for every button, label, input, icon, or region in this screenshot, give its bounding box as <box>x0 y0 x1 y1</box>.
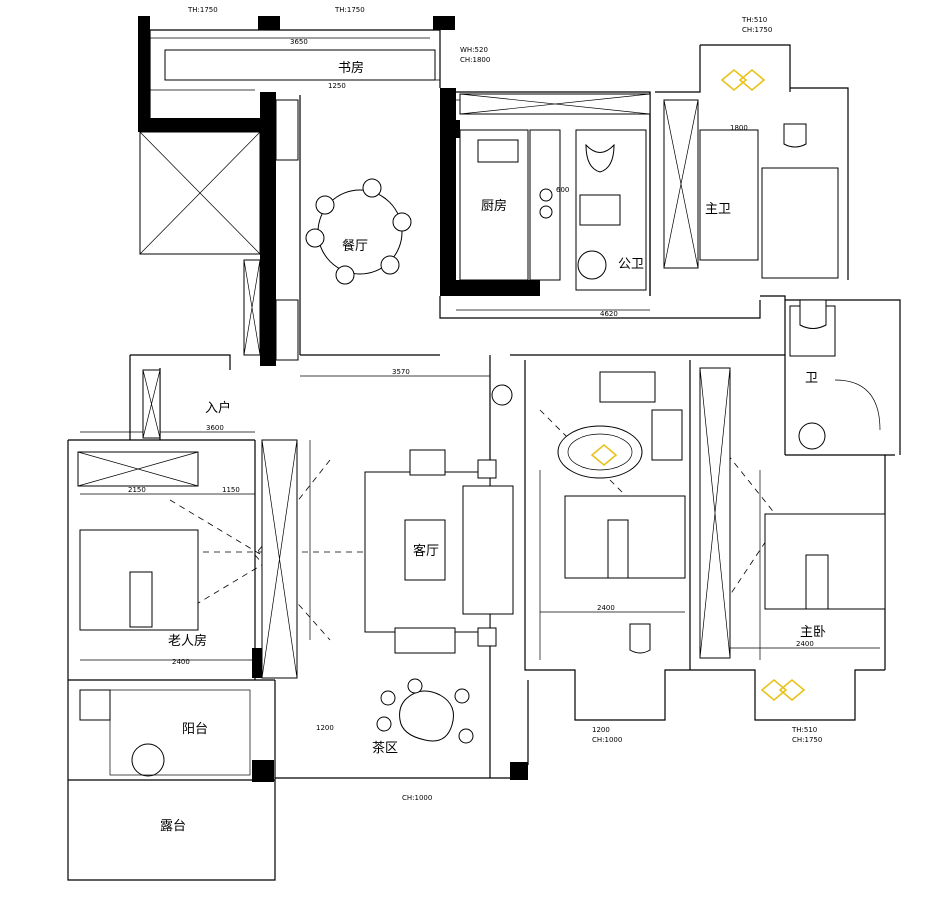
room-kitchen: 厨房 <box>481 198 507 214</box>
dim-3570: 3570 <box>392 368 410 376</box>
dim-1200: 1200 <box>316 724 334 732</box>
dim-tr-1: TH:510 <box>741 16 767 24</box>
room-old: 老人房 <box>168 633 207 649</box>
room-labels: 餐厅 厨房 主卫 公卫 卫 入户 客厅 老人房 阳台 露台 茶区 主卧 书房 <box>160 60 826 834</box>
dimension-labels: TH:1750 TH:1750 WH:520 CH:1800 TH:510 CH… <box>128 6 822 802</box>
room-study: 书房 <box>338 60 364 76</box>
dim-bottom: CH:1000 <box>402 794 432 802</box>
dim-1250: 1250 <box>328 82 346 90</box>
dim-w3: TH:510 <box>791 726 817 734</box>
decor-pattern <box>590 68 806 702</box>
dim-4620: 4620 <box>600 310 618 318</box>
dim-wh-1: WH:520 <box>460 46 488 54</box>
dim-2400c: 2400 <box>796 640 814 648</box>
dim-tr-2: CH:1750 <box>742 26 772 34</box>
dim-w1: 1200 <box>592 726 610 734</box>
room-balcony-1: 阳台 <box>182 722 208 737</box>
dim-3600: 3600 <box>206 424 224 432</box>
dim-top-mid: TH:1750 <box>334 6 365 14</box>
dim-600: 600 <box>556 186 569 194</box>
dim-1150: 1150 <box>222 486 240 494</box>
room-tea: 茶区 <box>372 740 398 756</box>
room-dining: 餐厅 <box>342 238 368 254</box>
dim-2400: 2400 <box>172 658 190 666</box>
dim-top-left: TH:1750 <box>187 6 218 14</box>
room-entry: 入户 <box>205 400 231 416</box>
dim-w2: CH:1000 <box>592 736 622 744</box>
room-public-toilet: 公卫 <box>618 257 644 272</box>
dim-1800: 1800 <box>730 124 748 132</box>
room-balcony-2: 露台 <box>160 819 186 834</box>
room-bedroom: 主卧 <box>800 625 826 640</box>
dim-2400b: 2400 <box>597 604 615 612</box>
room-living: 客厅 <box>413 543 439 559</box>
furniture <box>79 123 886 777</box>
dim-w4: CH:1750 <box>792 736 822 744</box>
dim-3650: 3650 <box>290 38 308 46</box>
dim-wh-2: CH:1800 <box>460 56 490 64</box>
room-bath: 卫 <box>805 371 818 386</box>
room-master-bath: 主卫 <box>705 202 731 217</box>
cabinets <box>77 49 731 679</box>
dim-2150: 2150 <box>128 486 146 494</box>
